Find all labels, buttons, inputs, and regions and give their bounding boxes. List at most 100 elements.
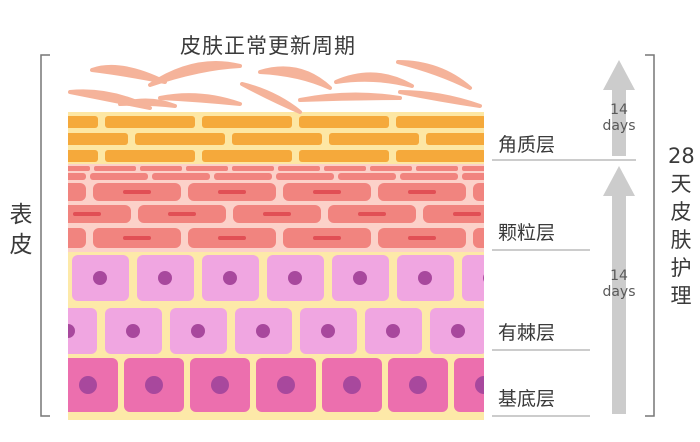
corneum-cell xyxy=(426,133,484,145)
layer-label-corneum: 角质层 xyxy=(498,134,556,156)
shedding-flake xyxy=(148,61,242,87)
upper-cycle-days: 14 days xyxy=(599,102,639,134)
granular-flat-cell xyxy=(90,173,148,180)
shedding-flake xyxy=(334,72,414,88)
spinous-cell-nucleus xyxy=(418,271,432,285)
spinous-cell-nucleus xyxy=(223,271,237,285)
granular-flat-cell xyxy=(232,166,274,171)
epidermis-label: 表皮 xyxy=(9,202,33,258)
granular-cell-nucleus xyxy=(358,212,386,216)
corneum-cell xyxy=(105,116,195,128)
granular-cell-nucleus xyxy=(313,236,341,240)
granular-cell-nucleus xyxy=(313,190,341,194)
corneum-cell xyxy=(299,116,389,128)
corneum-cell xyxy=(202,116,292,128)
granular-cell xyxy=(68,228,86,248)
corneum-cell xyxy=(396,150,484,162)
granular-cell-nucleus xyxy=(218,236,246,240)
granular-flat-cell xyxy=(214,173,272,180)
granular-cell-nucleus xyxy=(123,236,151,240)
corneum-cell xyxy=(68,133,128,145)
granular-flat-cell xyxy=(140,166,182,171)
lower-cycle-days-unit: days xyxy=(602,284,636,300)
granular-cell-nucleus xyxy=(123,190,151,194)
spinous-cell-nucleus xyxy=(288,271,302,285)
shedding-flake xyxy=(158,93,242,106)
granular-flat-cell xyxy=(68,166,90,171)
granular-cell xyxy=(68,183,86,201)
upper-cycle-days-number: 14 xyxy=(610,102,628,118)
granular-cell-nucleus xyxy=(408,190,436,194)
corneum-cell xyxy=(68,116,98,128)
corneum-cell xyxy=(329,133,419,145)
granular-cell-nucleus xyxy=(263,212,291,216)
layer-label-basal: 基底层 xyxy=(498,388,556,410)
shedding-flake xyxy=(90,64,167,84)
basal-cell xyxy=(454,358,484,412)
shedding-flake xyxy=(396,60,472,90)
spinous-cell xyxy=(68,308,97,354)
basal-cell-nucleus xyxy=(79,376,97,394)
basal-cell-nucleus xyxy=(409,376,427,394)
granular-cell-nucleus xyxy=(218,190,246,194)
granular-flat-cell xyxy=(94,166,136,171)
spinous-cell-nucleus xyxy=(451,324,465,338)
granular-cell-nucleus xyxy=(503,190,531,194)
lower-cycle-days-number: 14 xyxy=(610,268,628,284)
granular-cell-nucleus xyxy=(73,212,101,216)
granular-flat-cell xyxy=(276,173,334,180)
diagram-title: 皮肤正常更新周期 xyxy=(180,34,356,58)
cell-layers xyxy=(28,112,531,420)
basal-cell-nucleus xyxy=(343,376,361,394)
corneum-cell xyxy=(299,150,389,162)
spinous-cell-nucleus xyxy=(68,324,75,338)
lower-cycle-arrow xyxy=(603,166,635,414)
granular-flat-cell xyxy=(152,173,210,180)
spinous-cell-nucleus xyxy=(321,324,335,338)
granular-flat-cell xyxy=(462,173,484,180)
spinous-cell xyxy=(462,255,484,301)
spinous-cell-nucleus xyxy=(353,271,367,285)
shedding-flake xyxy=(398,90,482,108)
corneum-cell xyxy=(232,133,322,145)
epidermis-bracket xyxy=(40,54,50,417)
granular-flat-cell xyxy=(324,166,366,171)
spinous-cell-nucleus xyxy=(256,324,270,338)
spinous-cell-nucleus xyxy=(483,274,484,282)
layer-label-granular: 颗粒层 xyxy=(498,222,556,244)
granular-cell-nucleus xyxy=(168,212,196,216)
granular-flat-cell xyxy=(278,166,320,171)
granular-flat-cell xyxy=(370,166,412,171)
basal-cell-nucleus xyxy=(145,376,163,394)
corneum-cell xyxy=(68,150,98,162)
granular-flat-cell xyxy=(462,166,484,171)
spinous-cell-nucleus xyxy=(93,271,107,285)
granular-cell-nucleus xyxy=(453,212,481,216)
granular-flat-cell xyxy=(68,173,86,180)
basal-cell-nucleus xyxy=(277,376,295,394)
spinous-cell-nucleus xyxy=(386,324,400,338)
granular-flat-cell xyxy=(338,173,396,180)
granular-cell xyxy=(473,228,484,248)
granular-cell-nucleus xyxy=(408,236,436,240)
upper-cycle-days-unit: days xyxy=(602,118,636,134)
skin-care-cycle-label: 28天皮肤护理 xyxy=(668,144,695,308)
granular-cell-nucleus xyxy=(28,190,56,194)
lower-cycle-days: 14 days xyxy=(599,268,639,300)
upper-cycle-arrow xyxy=(603,60,635,156)
spinous-cell-nucleus xyxy=(126,324,140,338)
granular-flat-cell xyxy=(186,166,228,171)
corneum-cell xyxy=(105,150,195,162)
care-cycle-bracket xyxy=(645,54,655,417)
spinous-cell-nucleus xyxy=(158,271,172,285)
granular-flat-cell xyxy=(416,166,458,171)
basal-cell-nucleus xyxy=(211,376,229,394)
shedding-flake xyxy=(118,98,177,108)
granular-cell xyxy=(473,183,484,201)
shedding-flake xyxy=(258,66,332,90)
corneum-cell xyxy=(396,116,484,128)
shedding-flake xyxy=(298,92,402,102)
shedding-flake xyxy=(240,82,302,114)
